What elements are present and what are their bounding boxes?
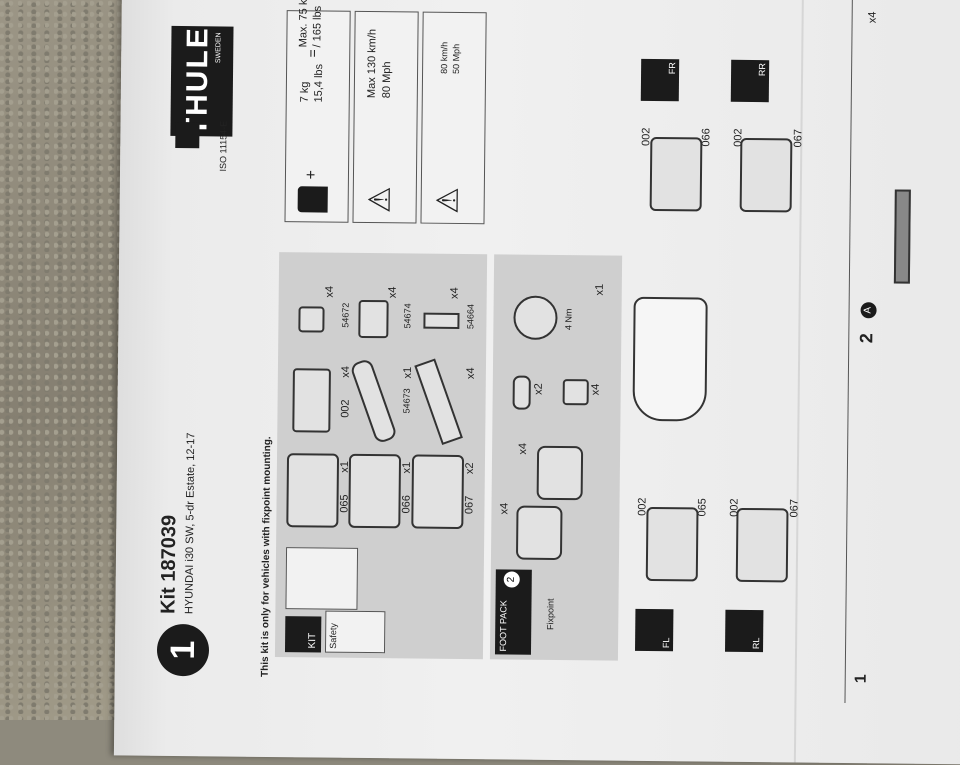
- part-065: [286, 453, 340, 528]
- car-top-view: [632, 296, 708, 422]
- position-fr-foot: [649, 136, 703, 212]
- position-rr-code: RR: [757, 63, 768, 77]
- kit-badge: KIT: [284, 616, 322, 653]
- foot-item-1-qty: x4: [498, 502, 511, 515]
- step-2-qty: x4: [866, 11, 879, 24]
- position-fr-part-b: 066: [700, 128, 713, 147]
- position-fr-code: FR: [667, 62, 678, 75]
- position-fl-part-b: 065: [696, 498, 709, 517]
- crash-speed-mph: 50 Mph: [451, 43, 462, 74]
- foot-pack-sub: Fixpoint: [545, 598, 556, 630]
- foot-item-2: [536, 445, 584, 501]
- foot-item-4-qty: x4: [589, 383, 602, 396]
- load-max: Max. 75 kg: [297, 0, 310, 48]
- step-1-circle: 1: [156, 623, 210, 677]
- foot-item-1: [515, 505, 563, 561]
- torque-value: 4 Nm: [563, 308, 574, 331]
- foot-item-2-qty: x4: [517, 442, 530, 455]
- speed-warning-icon: ⚠: [363, 186, 397, 214]
- load-weight: 7 kg: [298, 81, 311, 103]
- iso-label: ISO 11154-E: [218, 120, 229, 172]
- weight-icon: [297, 186, 328, 213]
- position-rl-foot: [735, 507, 789, 583]
- step-2-number: 2: [856, 333, 877, 344]
- part-54673-code: 54673: [401, 388, 412, 414]
- thule-logo-text: THULE: [180, 26, 215, 137]
- instruction-sheet: 1 Kit 187039 HYUNDAI i30 SW, 5-dr Estate…: [113, 0, 960, 765]
- load-weight-lbs: 15,4 lbs: [312, 63, 326, 103]
- part-002: [292, 368, 331, 433]
- fixpoint-note: This kit is only for vehicles with fixpo…: [259, 436, 274, 678]
- part-54664: [423, 312, 460, 329]
- position-rr-part-a: 002: [732, 128, 745, 147]
- position-fl-code: FL: [661, 637, 672, 649]
- part-54664-code: 54664: [465, 303, 476, 330]
- position-fl-part-a: 002: [636, 497, 649, 516]
- position-fr-badge: FR: [640, 58, 680, 102]
- section-divider: [844, 0, 854, 704]
- position-rr-part-b: 067: [792, 129, 805, 148]
- part-54672: [298, 306, 325, 333]
- part-067-code: 067: [463, 495, 476, 515]
- foot-pack-step: 2: [503, 571, 520, 588]
- torque-tool-icon: [513, 295, 558, 340]
- position-fl-badge: FL: [635, 608, 674, 652]
- part-002-qty: x4: [339, 366, 352, 378]
- plus-sign: +: [302, 169, 321, 180]
- part-54672-qty: x4: [323, 285, 336, 298]
- kit-manual-thumbnail: [285, 547, 359, 610]
- part-54674-code: 54674: [402, 303, 413, 329]
- speed-max: Max 130 km/h: [365, 28, 379, 99]
- foot-item-3-qty: x2: [532, 383, 545, 395]
- part-002-code: 002: [339, 399, 352, 418]
- footer-number: 1: [852, 674, 870, 684]
- part-54664-qty: x4: [448, 287, 461, 299]
- position-rl-part-a: 002: [728, 498, 741, 517]
- vehicle-name: HYUNDAI i30 SW, 5-dr Estate, 12-17: [183, 432, 198, 615]
- part-pad-qty: x4: [464, 367, 477, 380]
- speed-max-mph: 80 Mph: [380, 61, 394, 99]
- position-rl-part-b: 067: [788, 499, 801, 518]
- kit-title: Kit 187039: [157, 514, 181, 615]
- safety-label: Safety: [328, 623, 339, 649]
- position-rr-foot: [739, 137, 793, 213]
- crash-warning-icon: ⚠: [431, 186, 465, 215]
- load-max-lbs: / 165 lbs: [311, 5, 324, 48]
- part-54674-qty: x4: [386, 286, 399, 299]
- position-rl-badge: RL: [725, 609, 764, 653]
- paper-fold: [793, 0, 805, 763]
- key-icon: [512, 375, 531, 410]
- position-rl-code: RL: [751, 637, 762, 650]
- foot-item-5-qty: x1: [593, 283, 606, 296]
- position-rr-badge: RR: [730, 59, 770, 103]
- part-067: [411, 454, 465, 530]
- crash-speed: 80 km/h: [439, 41, 450, 74]
- part-54674: [358, 299, 389, 339]
- thule-small-logo-icon: [175, 121, 200, 149]
- kit-badge-label: KIT: [307, 632, 319, 649]
- position-fr-part-a: 002: [640, 127, 653, 146]
- part-066: [348, 453, 402, 529]
- lock-cylinder-icon: [562, 379, 589, 406]
- safety-card: Safety: [324, 610, 386, 654]
- part-067-qty: x2: [463, 462, 476, 475]
- load-equals: =: [304, 49, 321, 58]
- part-54672-code: 54672: [340, 302, 351, 328]
- rail-strip-icon: [893, 189, 911, 284]
- step-2-marker-a: A: [860, 302, 877, 319]
- part-54673-qty: x1: [401, 366, 414, 379]
- position-fl-foot: [645, 506, 699, 582]
